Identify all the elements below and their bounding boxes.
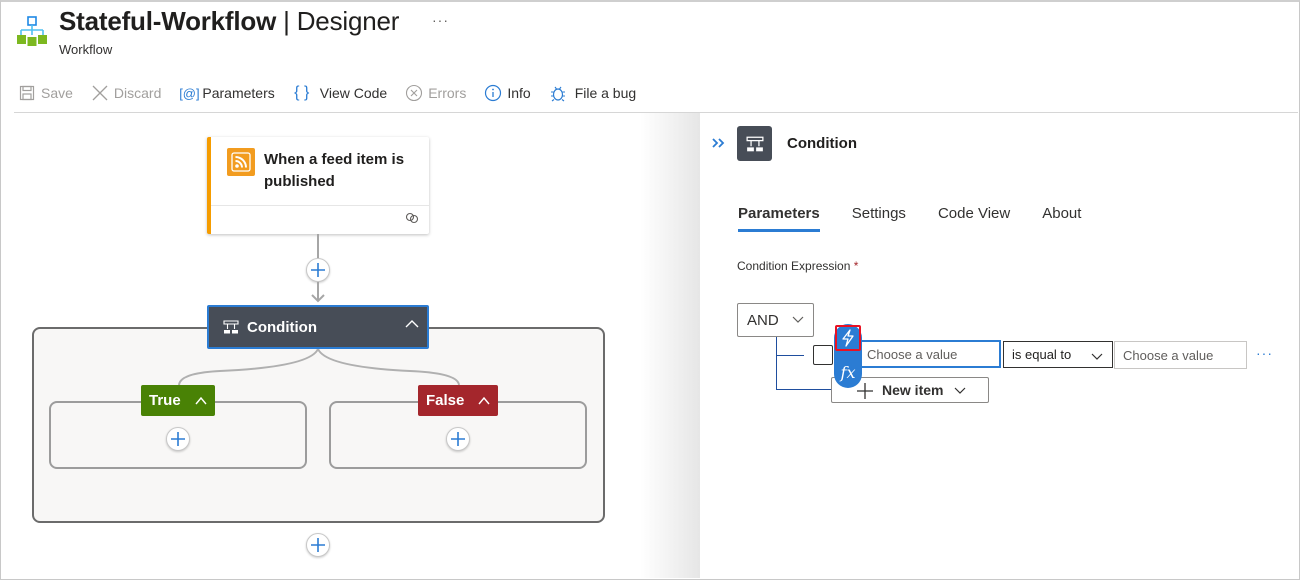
dynamic-content-button[interactable] xyxy=(835,325,861,351)
right-value-input[interactable]: Choose a value xyxy=(1114,341,1247,369)
add-false-action-button[interactable] xyxy=(446,427,470,451)
error-icon xyxy=(405,84,423,102)
errors-button[interactable]: Errors xyxy=(405,84,466,102)
chevron-up-icon xyxy=(195,396,207,404)
info-label: Info xyxy=(507,85,531,101)
arrow-down-icon xyxy=(311,294,325,303)
trigger-footer-divider xyxy=(211,205,429,206)
save-button[interactable]: Save xyxy=(18,84,73,102)
new-item-label: New item xyxy=(882,382,944,398)
true-branch-label: True xyxy=(149,392,181,409)
required-mark: * xyxy=(853,259,859,273)
plus-icon xyxy=(171,432,185,446)
plus-icon xyxy=(451,432,465,446)
false-branch-header[interactable]: False xyxy=(418,385,498,416)
more-options-button[interactable]: ··· xyxy=(432,12,449,28)
add-step-button[interactable] xyxy=(306,258,330,282)
chevron-up-icon xyxy=(478,396,490,404)
info-icon xyxy=(484,84,502,102)
lightning-icon xyxy=(842,329,854,347)
condition-label: Condition xyxy=(247,318,317,336)
view-code-button[interactable]: { } View Code xyxy=(293,84,387,102)
workflow-app-icon xyxy=(17,16,47,46)
page-subtitle: Workflow xyxy=(59,42,113,57)
tree-line xyxy=(776,337,777,390)
left-value-input[interactable]: Choose a value xyxy=(857,340,1001,368)
toolbar: Save Discard [@] Parameters { } View Cod… xyxy=(18,80,654,106)
chevron-down-icon xyxy=(954,387,966,394)
bug-icon xyxy=(549,84,567,102)
condition-icon xyxy=(223,320,239,334)
tab-parameters[interactable]: Parameters xyxy=(738,205,820,232)
parameters-icon: [@] xyxy=(179,85,200,101)
discard-label: Discard xyxy=(113,85,162,101)
parameters-button[interactable]: [@] Parameters xyxy=(179,84,275,102)
discard-button[interactable]: Discard xyxy=(91,84,161,102)
tab-settings[interactable]: Settings xyxy=(851,205,906,222)
save-icon xyxy=(18,84,36,102)
condition-icon xyxy=(737,126,772,161)
trigger-title: When a feed item is published xyxy=(264,151,405,190)
save-label: Save xyxy=(41,85,73,101)
tab-code-view[interactable]: Code View xyxy=(937,205,1011,222)
expression-button[interactable]: fx xyxy=(840,362,856,382)
plus-icon xyxy=(857,383,873,399)
file-a-bug-button[interactable]: File a bug xyxy=(549,84,636,102)
page-title-suffix: | Designer xyxy=(276,6,400,36)
trigger-card[interactable]: When a feed item is published xyxy=(207,137,429,234)
add-step-after-condition-button[interactable] xyxy=(306,533,330,557)
tree-line xyxy=(776,355,804,356)
info-button[interactable]: Info xyxy=(484,84,531,102)
chevron-up-icon[interactable] xyxy=(405,317,419,331)
plus-icon xyxy=(311,538,325,552)
parameters-label: Parameters xyxy=(202,85,275,101)
connector-line xyxy=(317,234,319,258)
collapse-panel-icon[interactable] xyxy=(711,136,727,150)
tree-line xyxy=(776,389,832,390)
link-icon xyxy=(405,212,419,224)
toolbar-divider xyxy=(14,112,1298,113)
operator-value: is equal to xyxy=(1012,347,1072,362)
row-more-button[interactable]: ··· xyxy=(1256,345,1273,361)
page-title: Stateful-Workflow | Designer xyxy=(59,6,399,37)
condition-expression-label: Condition Expression * xyxy=(737,259,858,273)
panel-title: Condition xyxy=(787,135,857,152)
condition-card[interactable]: Condition xyxy=(207,305,429,349)
operator-dropdown[interactable]: is equal to xyxy=(1003,341,1113,368)
tab-about[interactable]: About xyxy=(1042,205,1082,222)
chevron-down-icon xyxy=(792,316,804,323)
chevron-down-icon xyxy=(1091,353,1103,360)
false-branch-label: False xyxy=(426,392,465,409)
connector-line xyxy=(317,282,319,300)
true-branch-header[interactable]: True xyxy=(141,385,215,416)
group-operator-value: AND xyxy=(747,311,779,329)
view-code-label: View Code xyxy=(319,85,388,101)
close-icon xyxy=(91,84,109,102)
plus-icon xyxy=(311,263,325,277)
add-true-action-button[interactable] xyxy=(166,427,190,451)
rss-icon xyxy=(227,148,255,176)
row-select-checkbox[interactable] xyxy=(813,345,833,365)
errors-label: Errors xyxy=(428,85,467,101)
group-operator-dropdown[interactable]: AND xyxy=(737,303,814,337)
new-item-button[interactable]: New item xyxy=(831,377,989,403)
braces-icon: { } xyxy=(294,84,310,101)
branch-connectors xyxy=(178,348,460,386)
file-a-bug-label: File a bug xyxy=(574,85,637,101)
canvas-panel-shadow xyxy=(640,113,700,578)
workflow-name: Stateful-Workflow xyxy=(59,6,277,36)
field-label-text: Condition Expression xyxy=(737,259,851,273)
panel-tabs: Parameters Settings Code View About xyxy=(738,205,1113,232)
